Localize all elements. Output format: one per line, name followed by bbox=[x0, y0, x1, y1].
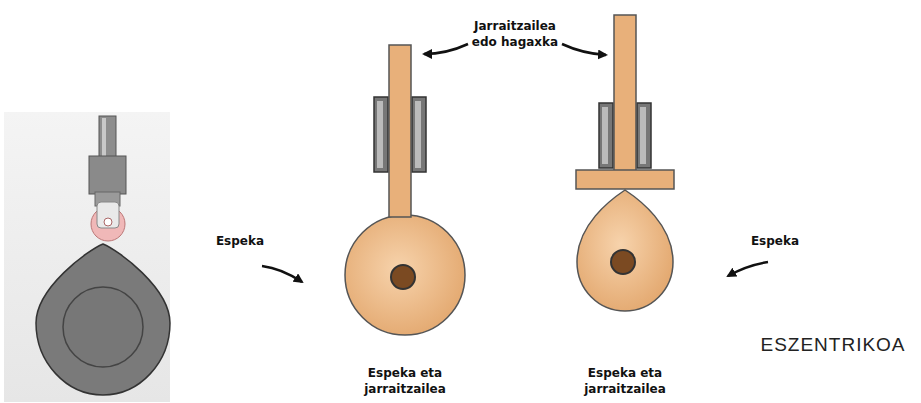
cam-label: Espeka bbox=[200, 233, 280, 249]
caption-label: Espeka eta jarraitzailea bbox=[570, 365, 680, 397]
follower-label: Jarraitzailea edo hagaxka bbox=[460, 18, 570, 50]
cam-label: Espeka bbox=[735, 233, 815, 249]
roller-follower-cam bbox=[4, 112, 170, 402]
leader-arrows bbox=[262, 44, 768, 282]
pear-cam-follower bbox=[576, 15, 674, 311]
caption-label: Espeka eta jarraitzailea bbox=[350, 365, 460, 397]
type-label: ESZENTRIKOA bbox=[753, 334, 913, 356]
eccentric-cam-follower bbox=[345, 45, 465, 335]
